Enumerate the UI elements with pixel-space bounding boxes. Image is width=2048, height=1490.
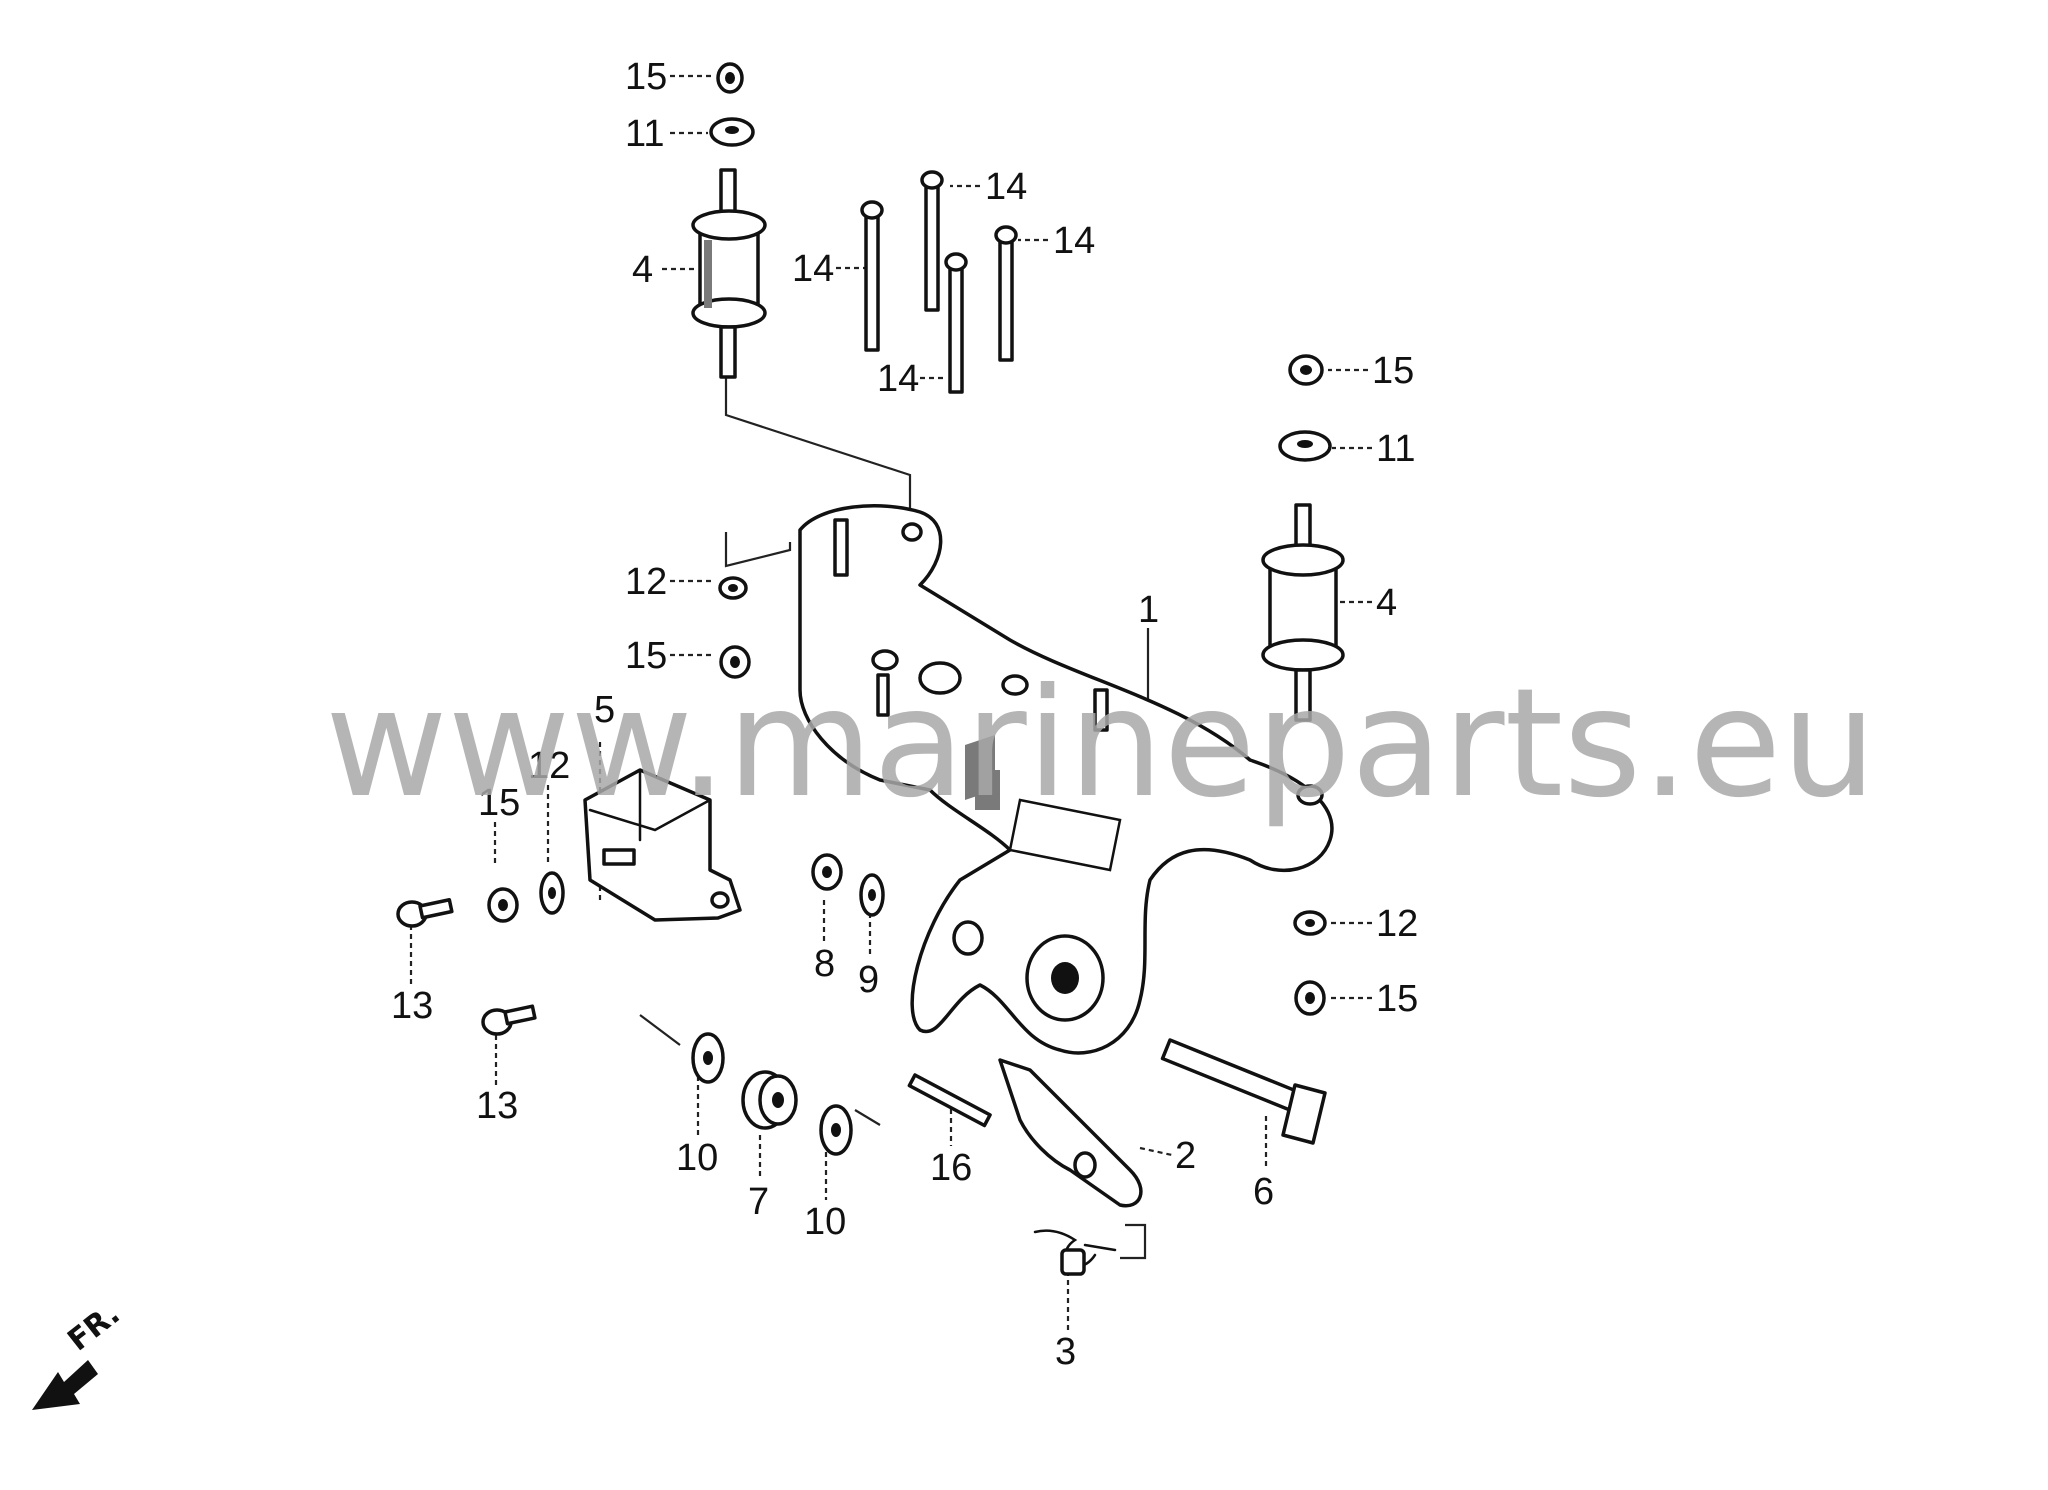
callout-14: 14	[792, 248, 834, 290]
part-nut-12-right	[1293, 910, 1327, 936]
callout-14: 14	[877, 358, 919, 400]
callout-12: 12	[528, 745, 570, 787]
part-bracket-2	[998, 1058, 1143, 1208]
callout-labels: 15 11 4 14 14 14 14 15 11 4 12 15 1 5 12…	[391, 56, 1418, 1373]
part-nut-15-lower-right	[1294, 980, 1326, 1016]
part-washer-12-lower-left	[539, 871, 565, 915]
part-rubber-mount-4-right	[1261, 503, 1345, 722]
callout-15: 15	[1376, 978, 1418, 1020]
part-nut-12-left	[718, 576, 748, 600]
part-nut-15-lower-left	[487, 887, 519, 923]
part-nut-15-left	[719, 645, 751, 679]
callout-11: 11	[1376, 428, 1415, 470]
callout-7: 7	[748, 1181, 769, 1223]
callout-1: 1	[1138, 589, 1159, 631]
part-bolts-14	[860, 170, 1018, 394]
part-nut-15-top	[716, 62, 744, 94]
callout-15: 15	[625, 56, 667, 98]
part-bolt-13-upper	[396, 898, 454, 928]
part-rubber-mount-4-top	[691, 168, 767, 379]
part-pin-16	[907, 1073, 992, 1128]
callout-12: 12	[1376, 903, 1418, 945]
callout-2: 2	[1175, 1135, 1196, 1177]
callout-5: 5	[594, 689, 615, 731]
part-nut-15-right	[1288, 354, 1324, 386]
part-spring-clip-3	[1033, 1229, 1117, 1276]
callout-14: 14	[1053, 220, 1095, 262]
callout-15: 15	[1372, 350, 1414, 392]
callout-10: 10	[676, 1137, 718, 1179]
callout-10: 10	[804, 1201, 846, 1243]
callout-6: 6	[1253, 1171, 1274, 1213]
callout-12: 12	[625, 561, 667, 603]
part-bushing-7	[741, 1070, 798, 1130]
part-bolt-13-lower	[481, 1004, 537, 1036]
callout-8: 8	[814, 943, 835, 985]
leader-lines	[409, 74, 1372, 1330]
front-direction-arrow-icon: FR.	[32, 1297, 127, 1410]
callout-15: 15	[478, 782, 520, 824]
part-bolt-6	[1160, 1038, 1327, 1145]
callout-3: 3	[1055, 1331, 1076, 1373]
callout-9: 9	[858, 959, 879, 1001]
part-frame-1	[798, 504, 1334, 1055]
part-washer-10-left	[691, 1032, 725, 1084]
callout-13: 13	[476, 1085, 518, 1127]
callout-11: 11	[625, 113, 664, 155]
callout-16: 16	[930, 1147, 972, 1189]
part-rubber-mount-5	[583, 768, 742, 922]
callout-14: 14	[985, 166, 1027, 208]
callout-13: 13	[391, 985, 433, 1027]
callout-15: 15	[625, 635, 667, 677]
part-washer-10-right	[819, 1104, 853, 1156]
part-washer-11-top	[709, 117, 755, 147]
part-washer-11-right	[1278, 430, 1332, 462]
front-direction-label: FR.	[61, 1297, 126, 1359]
callout-4: 4	[632, 249, 653, 291]
callout-4: 4	[1376, 582, 1397, 624]
part-washer-9	[859, 873, 885, 917]
watermark: www.marineparts.eu	[325, 657, 1877, 831]
part-nut-8	[811, 853, 843, 891]
